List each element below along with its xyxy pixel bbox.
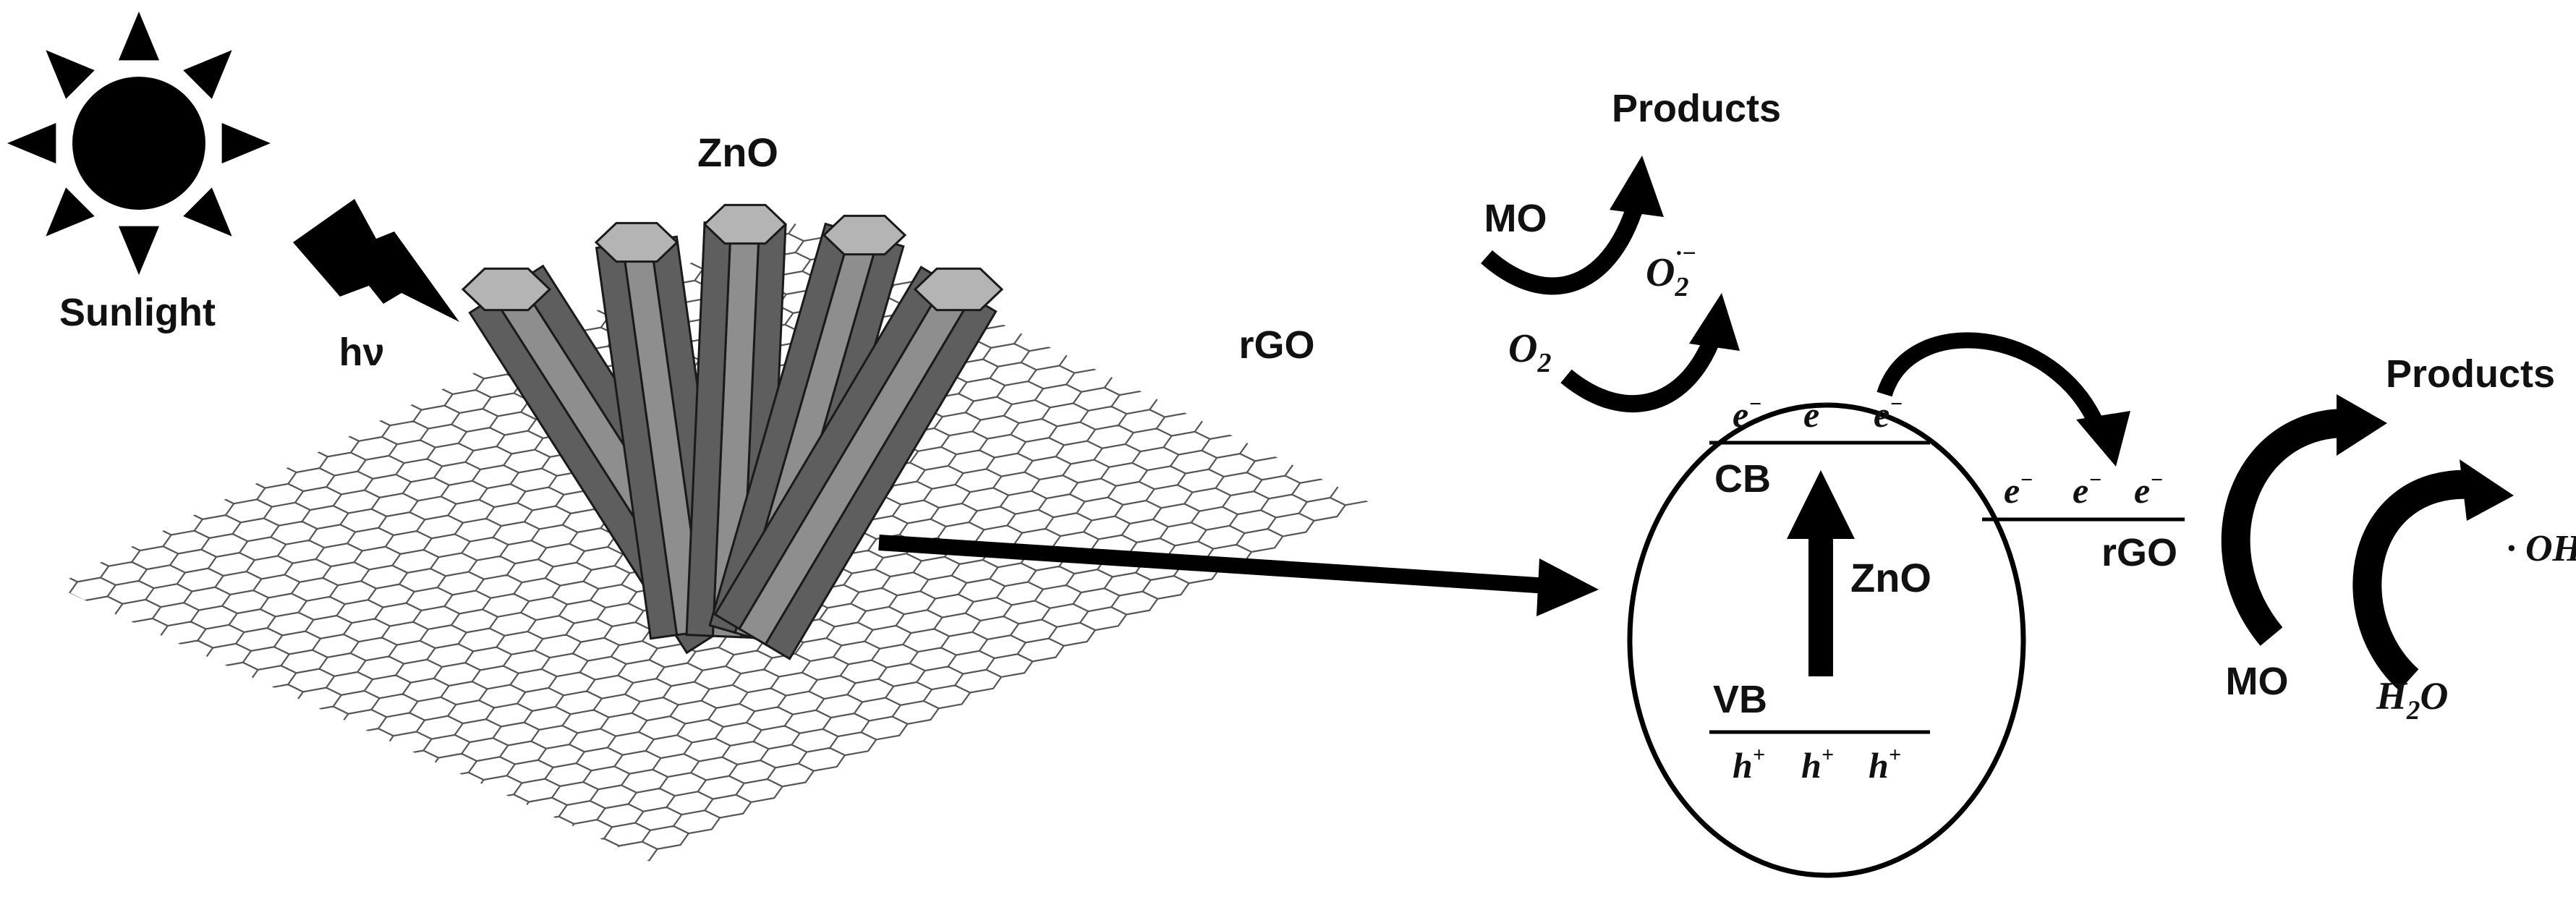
sun-ray [221,122,271,164]
o2-label: O2 [1508,326,1552,378]
hole-2: h+ [1801,743,1834,786]
electron-4: e− [2004,468,2033,511]
zno-nanorod-icon [594,221,679,263]
rgo-circle-label: rGO [2101,531,2177,574]
products-top-label: Products [1612,87,1781,130]
hole-3: h+ [1869,743,1901,786]
electron-6: e− [2134,468,2163,511]
sun-ray [7,122,56,164]
zno-top-label: ZnO [697,129,778,175]
arrow-icon [878,535,1599,616]
lightning-bolt-icon [293,199,459,322]
electron-5: e− [2073,468,2101,511]
hydroxyl-label: · OH [2507,528,2576,569]
sun-ray [46,187,95,237]
excitation-arrow-icon [1787,470,1855,676]
rgo-sheet-label: rGO [1238,323,1314,367]
zno-nanorod-icon [702,203,788,245]
water-label: H2O [2376,674,2448,725]
sun-ray [183,50,232,99]
electron-2: e− [1803,392,1832,435]
curved-arrow-icon [1560,293,1740,413]
zno-nanorod-icon [461,267,552,312]
cb-label: CB [1714,457,1771,501]
vb-label: VB [1713,678,1767,721]
curved-arrow-icon [2352,459,2514,691]
mo-right-label: MO [2226,660,2289,703]
sun-ray [118,12,160,61]
band-diagram-circle [1627,402,2026,878]
sun-ray [183,187,232,237]
sunlight-label: Sunlight [59,291,216,334]
rgo-electrons: e− e− e− [2004,468,2163,511]
zno-nanorod-icon [913,267,1004,312]
cb-electrons: e− e− e− [1733,392,1903,435]
zno-nanorod-bundle [461,203,1004,660]
sun-ray [118,226,160,275]
mo-top-label: MO [1484,197,1547,240]
hole-1: h+ [1733,743,1765,786]
curved-arrow-icon [1876,332,2130,467]
sun-ray [46,50,95,99]
sun-icon [7,12,271,275]
superoxide-label: O2·− [1646,240,1696,302]
curved-arrow-icon [1481,156,1664,295]
hv-label: hν [339,331,384,374]
electron-3: e− [1874,392,1903,435]
electron-1: e− [1733,392,1761,435]
curved-arrow-icon [2221,394,2387,646]
zno-center-label: ZnO [1850,555,1931,600]
zno-nanorod-face [713,265,947,631]
zno-nanorod-icon [822,214,907,256]
vb-holes: h+ h+ h+ [1733,743,1901,786]
products-right-label: Products [2386,352,2555,396]
